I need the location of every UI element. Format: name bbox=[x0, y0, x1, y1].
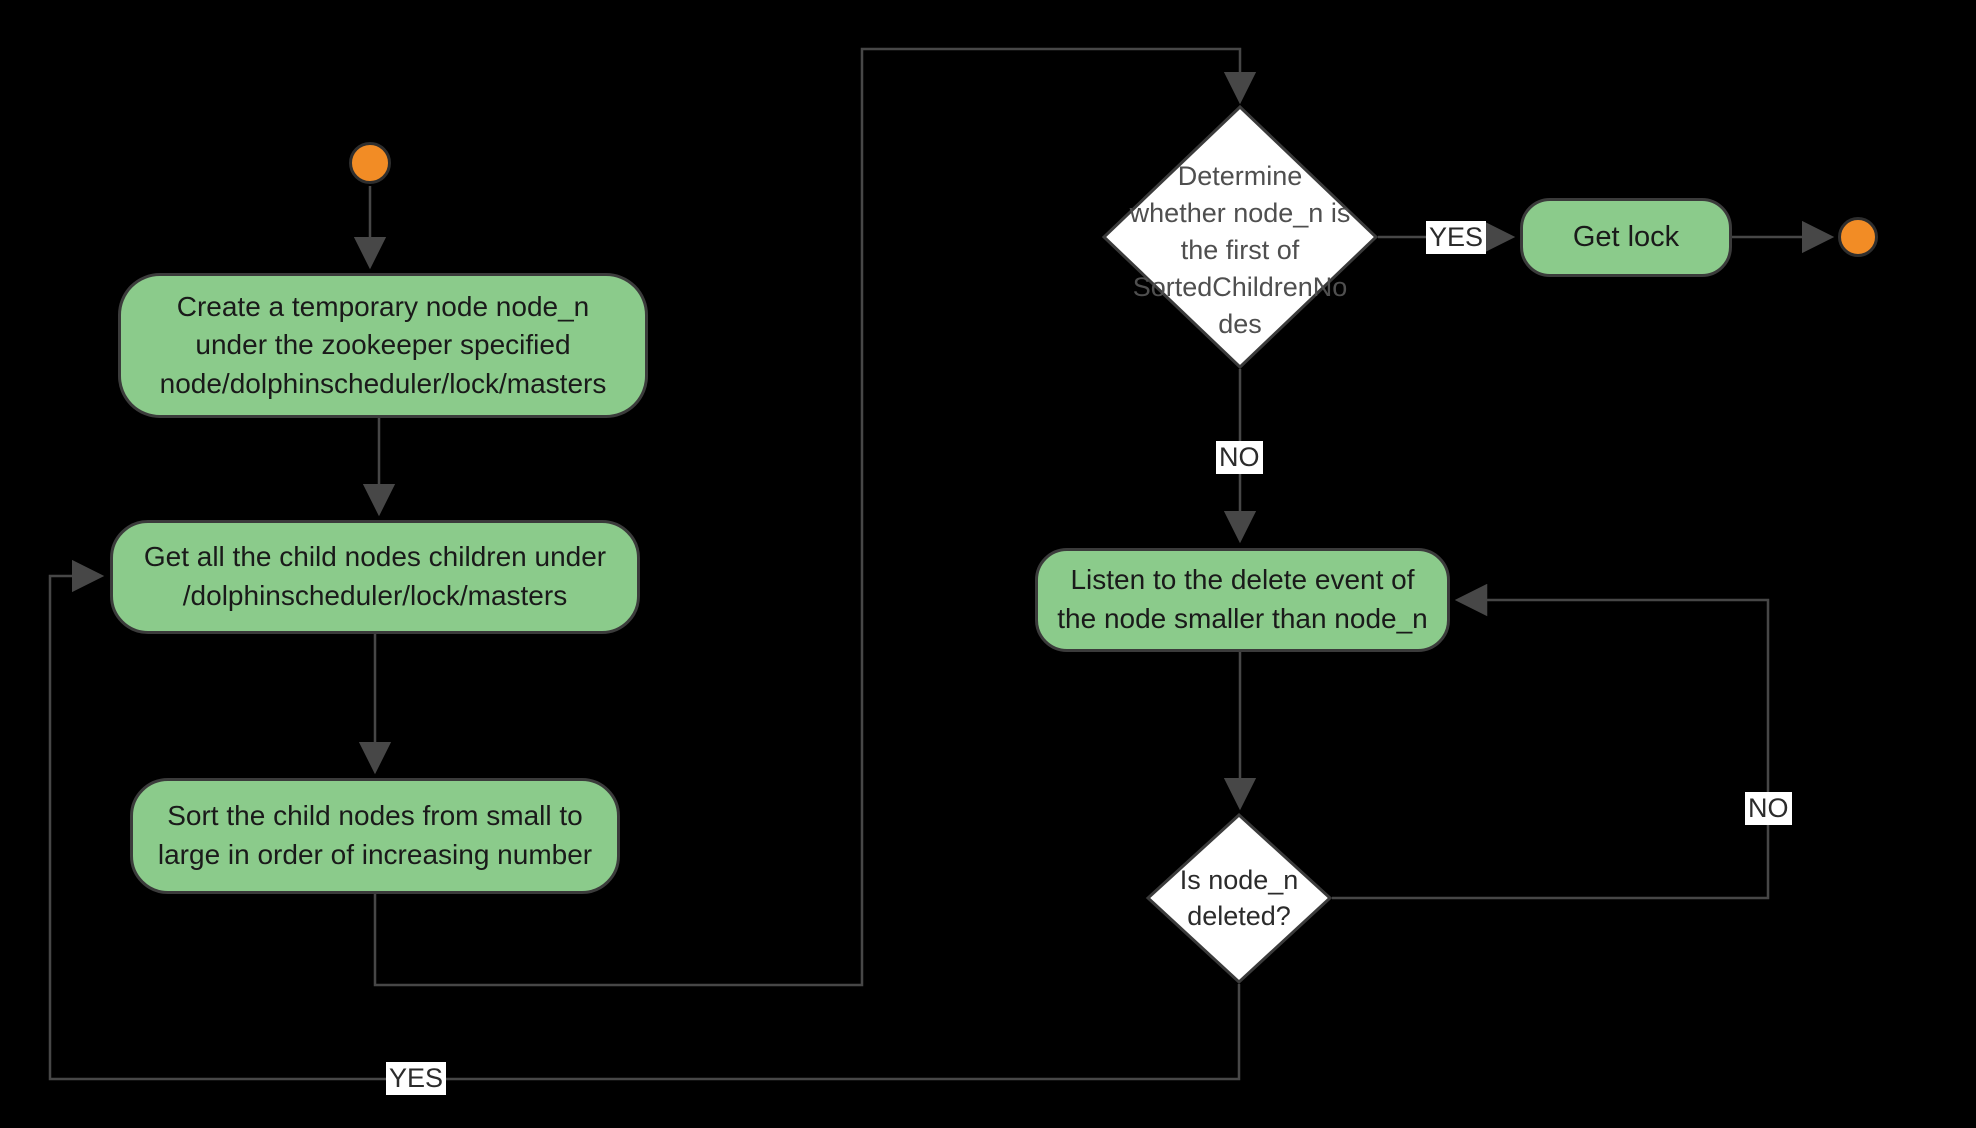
start-node bbox=[349, 142, 391, 184]
activity-listen-delete: Listen to the delete event of the node s… bbox=[1035, 548, 1450, 652]
edge-label-deleted-no: NO bbox=[1745, 792, 1792, 826]
edge-label-deleted-yes: YES bbox=[386, 1062, 447, 1096]
edge-isdeleted-no-loop bbox=[1332, 583, 1770, 900]
activity-get-children: Get all the child nodes children under /… bbox=[110, 520, 640, 634]
edge-isdeleted-yes-loop bbox=[48, 559, 1241, 1081]
activity-get-lock: Get lock bbox=[1520, 198, 1732, 277]
edge-label-determine-yes: YES bbox=[1426, 221, 1487, 255]
decision-determine-first bbox=[1101, 104, 1379, 370]
edge-label-determine-no: NO bbox=[1216, 441, 1263, 475]
end-node bbox=[1838, 217, 1878, 257]
activity-sort-children: Sort the child nodes from small to large… bbox=[130, 778, 620, 894]
activity-create-node: Create a temporary node node_n under the… bbox=[118, 273, 648, 418]
edge-sort-to-determine bbox=[373, 47, 1257, 987]
decision-is-deleted bbox=[1145, 812, 1333, 985]
